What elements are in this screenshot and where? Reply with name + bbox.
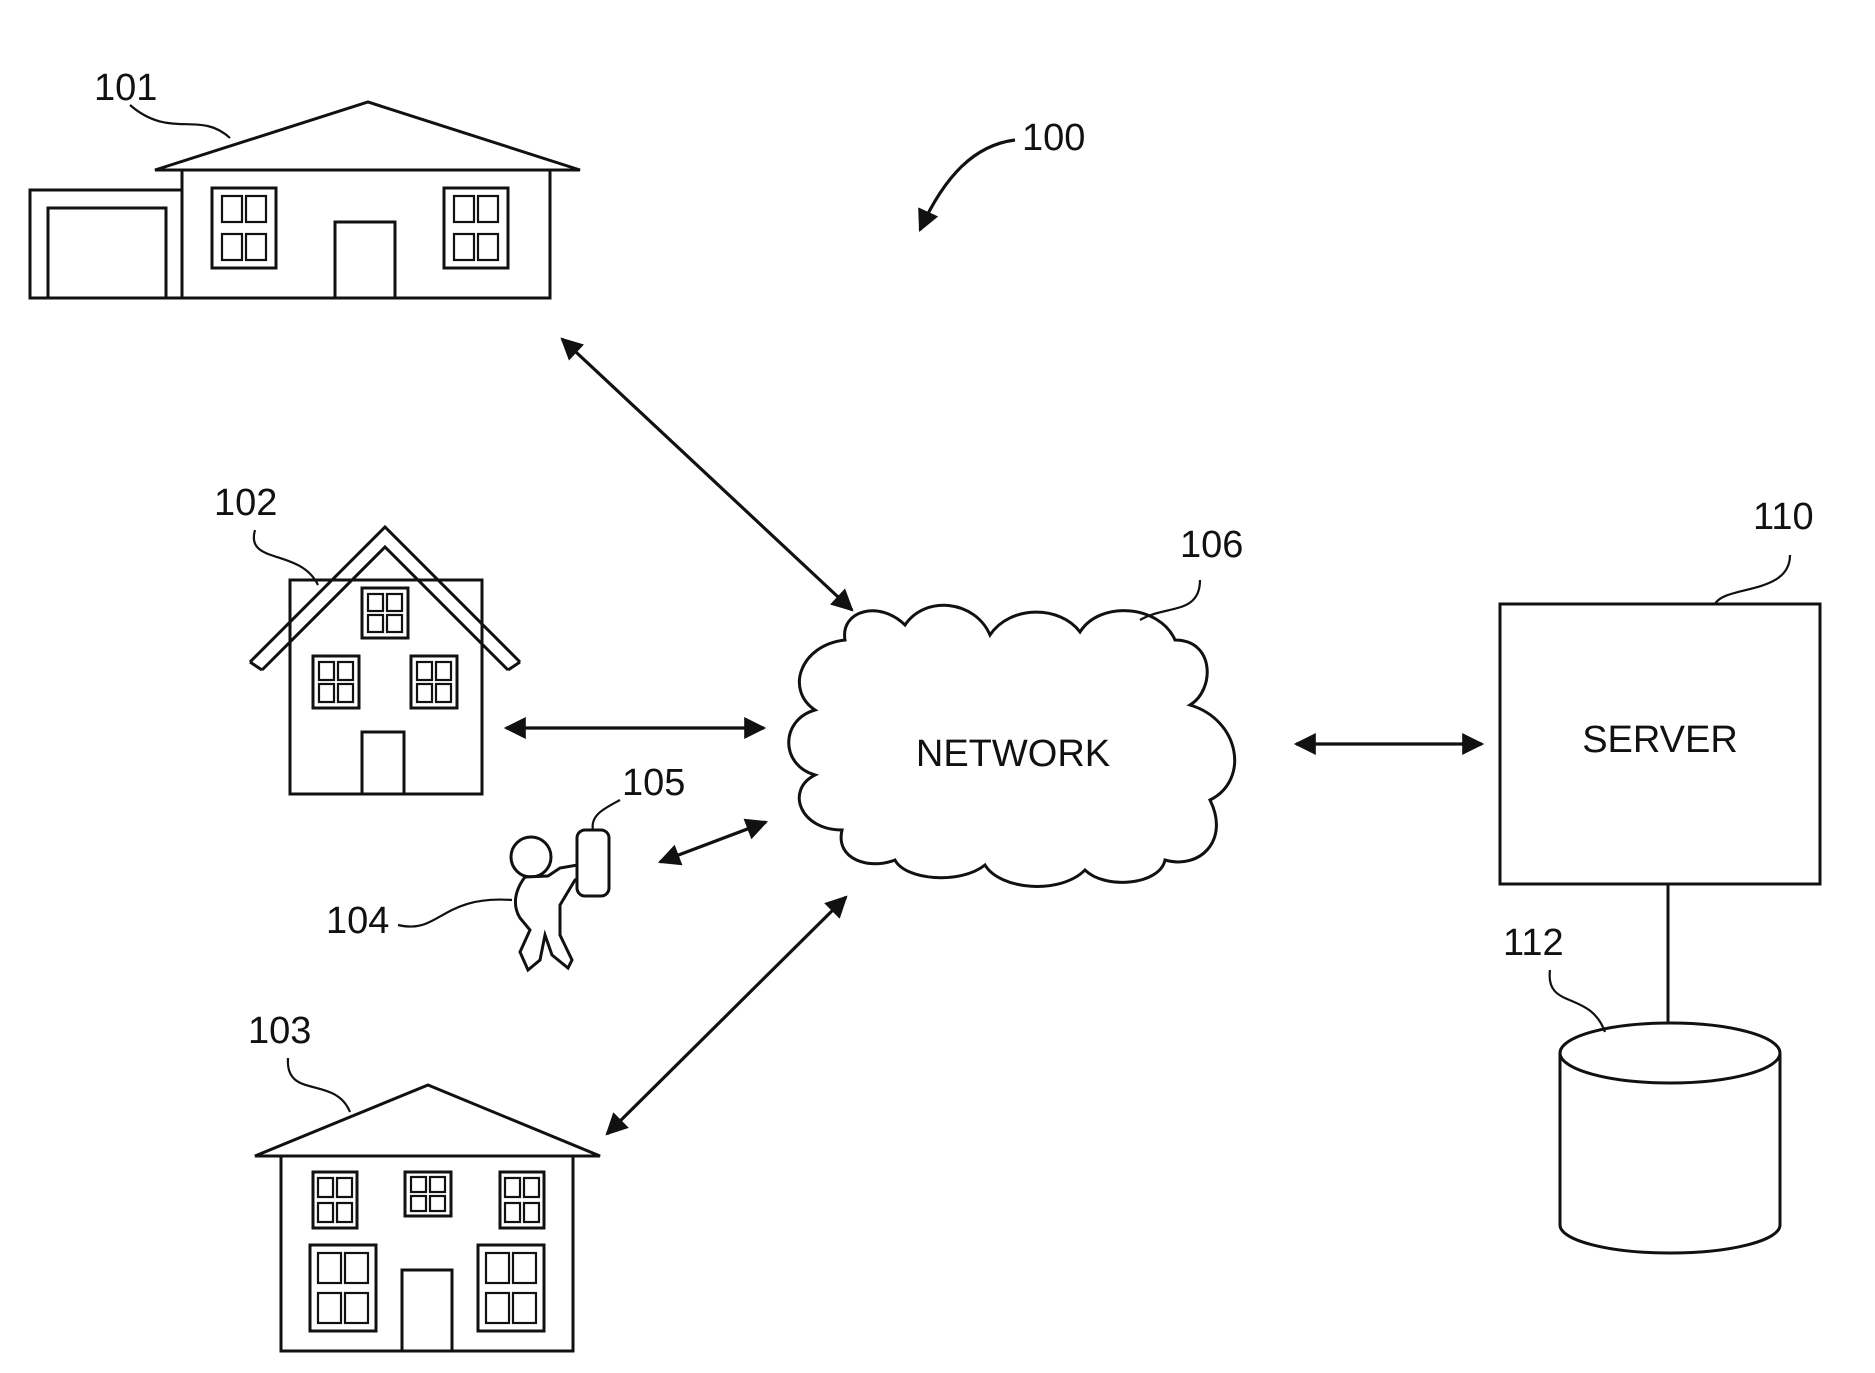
- arrow-103-network: [607, 897, 846, 1134]
- ref-102: 102: [214, 482, 318, 585]
- database-cylinder-icon: [1560, 1023, 1780, 1253]
- svg-text:106: 106: [1180, 524, 1243, 566]
- svg-text:110: 110: [1753, 496, 1814, 538]
- device-105-icon: [577, 830, 609, 896]
- person-104-icon: [511, 837, 583, 970]
- ref-106: 106: [1140, 524, 1243, 620]
- svg-text:103: 103: [248, 1010, 311, 1052]
- svg-text:105: 105: [622, 762, 685, 804]
- house-103-icon: [255, 1085, 600, 1351]
- ref-103: 103: [248, 1010, 350, 1112]
- ref-110: 110: [1715, 496, 1814, 604]
- house-101-icon: [30, 102, 580, 298]
- svg-text:101: 101: [94, 67, 157, 109]
- network-label: NETWORK: [916, 733, 1110, 775]
- server-label: SERVER: [1582, 719, 1738, 761]
- ref-104: 104: [326, 900, 512, 942]
- svg-text:112: 112: [1503, 922, 1564, 964]
- figure-ref-label: 100: [1022, 117, 1085, 159]
- svg-text:102: 102: [214, 482, 277, 524]
- figure-ref-100: 100: [920, 117, 1085, 230]
- arrow-105-network: [660, 822, 766, 862]
- house-102-icon: [250, 527, 520, 794]
- ref-101: 101: [94, 67, 230, 138]
- ref-112: 112: [1503, 922, 1605, 1032]
- server-box: SERVER: [1500, 604, 1820, 884]
- network-cloud-icon: NETWORK: [789, 605, 1235, 886]
- ref-105: 105: [593, 762, 686, 830]
- arrow-101-network: [562, 339, 852, 610]
- svg-text:104: 104: [326, 900, 389, 942]
